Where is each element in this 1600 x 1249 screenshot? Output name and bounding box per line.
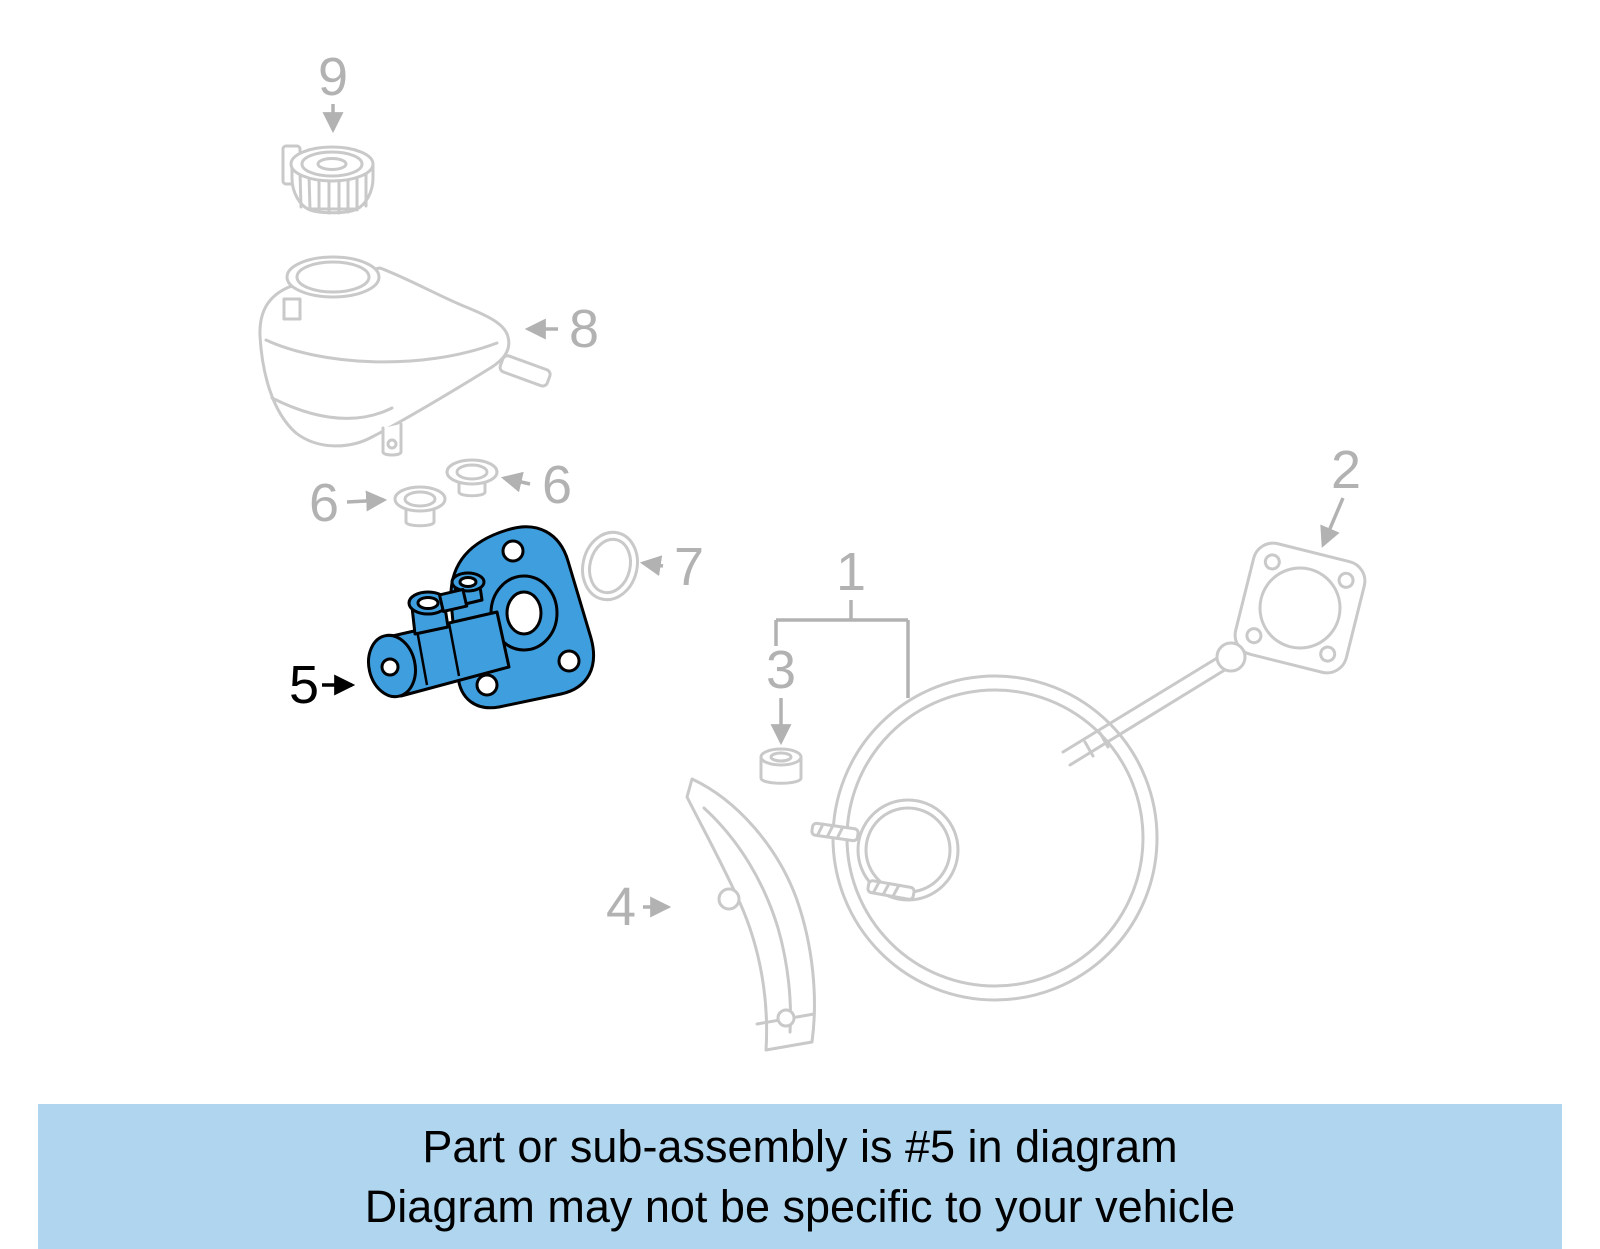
bushing-top bbox=[759, 747, 803, 767]
reservoir-neck-inner bbox=[295, 260, 371, 294]
part-8-reservoir bbox=[258, 255, 552, 457]
callout-6-left-label: 6 bbox=[309, 473, 339, 533]
highlight-banner: Part or sub-assembly is #5 in diagram Di… bbox=[38, 1104, 1562, 1249]
callout-1-label: 1 bbox=[836, 542, 866, 602]
booster-stud bbox=[810, 821, 860, 843]
mc-sensor-fitting bbox=[438, 588, 469, 613]
part-5-master-cylinder-highlighted bbox=[367, 525, 596, 710]
part-7-seal bbox=[581, 530, 639, 602]
callout-1-bracket bbox=[774, 600, 910, 698]
gasket-plate bbox=[1233, 541, 1367, 675]
grommet-top bbox=[445, 458, 499, 486]
mc-flange-hole bbox=[557, 649, 581, 673]
part-2-gasket bbox=[1233, 541, 1367, 675]
part-4-bracket bbox=[685, 777, 816, 1052]
reservoir-seam-1 bbox=[264, 338, 499, 364]
gasket-bolt-hole bbox=[1245, 627, 1263, 645]
mc-body-steps bbox=[415, 622, 461, 686]
reservoir-nipple bbox=[498, 354, 552, 388]
mc-boss-bore bbox=[505, 590, 543, 636]
mc-port-hole bbox=[458, 576, 478, 588]
reservoir-body bbox=[258, 266, 511, 448]
callout-8-label: 8 bbox=[569, 299, 599, 359]
grommet-hole bbox=[403, 490, 437, 508]
booster-stud bbox=[866, 879, 916, 901]
pushrod-eye bbox=[1215, 641, 1247, 673]
cap-ribs bbox=[298, 170, 368, 215]
callout-6-left-arrow bbox=[346, 490, 388, 512]
callout-6-right-arrow bbox=[500, 471, 531, 493]
part-6-grommet-left bbox=[393, 485, 447, 528]
callout-7-label: 7 bbox=[674, 537, 704, 597]
gasket-bolt-hole bbox=[1263, 553, 1281, 571]
callout-7-arrow bbox=[639, 555, 664, 577]
reservoir-seam-2 bbox=[270, 396, 394, 420]
part-9-reservoir-cap bbox=[281, 144, 375, 215]
mc-end-bore bbox=[380, 657, 400, 677]
grommet-hole bbox=[455, 463, 489, 481]
gasket-bolt-hole bbox=[1337, 571, 1355, 589]
gasket-center-hole bbox=[1258, 566, 1342, 650]
callout-4-label: 4 bbox=[606, 877, 636, 937]
callout-2-label: 2 bbox=[1331, 440, 1361, 500]
callout-6-right-label: 6 bbox=[542, 455, 572, 515]
parts-diagram: 9 8 6 6 7 5 2 1 3 4 bbox=[258, 47, 1367, 1052]
callout-2-arrow bbox=[1320, 497, 1345, 548]
part-6-grommet-right bbox=[445, 458, 499, 498]
banner-line-1: Part or sub-assembly is #5 in diagram bbox=[422, 1120, 1178, 1172]
bracket-outline bbox=[685, 777, 816, 1052]
seal-inner bbox=[588, 537, 632, 595]
callout-9-label: 9 bbox=[318, 47, 348, 107]
part-1-booster bbox=[810, 641, 1247, 1002]
reservoir-side-tab bbox=[282, 297, 302, 321]
part-3-bushing bbox=[759, 747, 803, 785]
bushing-hole bbox=[769, 751, 793, 763]
bracket-inner-line bbox=[702, 806, 792, 1034]
grommet-top bbox=[393, 485, 447, 513]
callout-5-label: 5 bbox=[289, 655, 319, 715]
bracket-hole-lower bbox=[776, 1008, 796, 1028]
mc-flange-hole bbox=[475, 673, 499, 697]
pushrod-collar bbox=[1083, 731, 1110, 758]
gasket-bolt-hole bbox=[1319, 645, 1337, 663]
bracket-hole-upper bbox=[717, 887, 741, 911]
banner-line-2: Diagram may not be specific to your vehi… bbox=[364, 1180, 1236, 1232]
reservoir-tab-hole bbox=[386, 438, 398, 450]
cap-top-center bbox=[316, 157, 348, 171]
cap-top-ring bbox=[300, 150, 364, 178]
callouts: 9 8 6 6 7 5 2 1 3 4 bbox=[289, 47, 1361, 937]
mc-port-hole bbox=[416, 596, 440, 610]
booster-pushrod bbox=[1061, 653, 1230, 767]
callout-3-label: 3 bbox=[766, 640, 796, 700]
mc-flange-hole bbox=[501, 539, 525, 563]
